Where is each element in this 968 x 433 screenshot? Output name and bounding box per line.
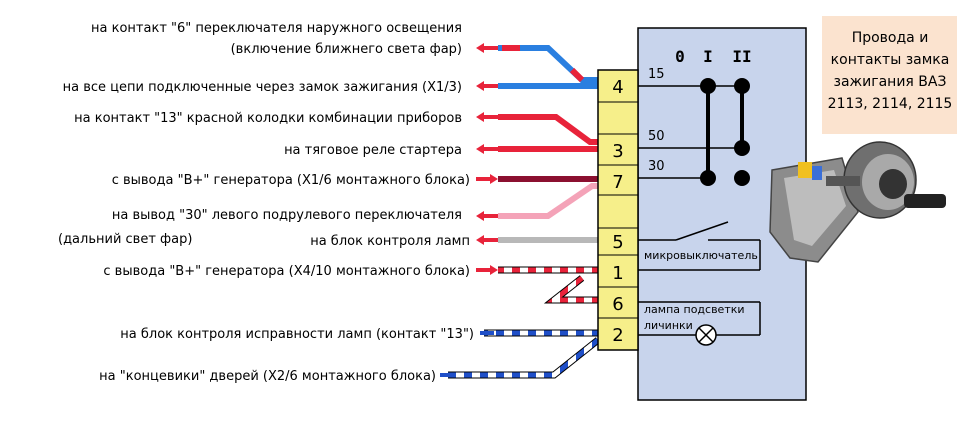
pin-50: 50	[648, 129, 665, 144]
arrows	[476, 43, 498, 275]
arrow-door-switches	[440, 373, 454, 377]
arrow-low-beam	[476, 43, 498, 53]
label-lamp-check: на блок контроля исправности ламп (конта…	[120, 327, 474, 342]
switch-schematic	[638, 85, 761, 336]
label-low-beam-line-2: (включение ближнего света фар)	[231, 42, 462, 57]
microswitch-label: микровыключатель	[644, 249, 758, 262]
terminal-block: 4 3 7 5 1 6 2	[597, 69, 639, 351]
contact-bars	[700, 78, 750, 186]
label-high-beam-line-1: на вывод "30" левого подрулевого переклю…	[112, 208, 462, 223]
arrow-ignition-circuits	[476, 81, 498, 91]
label-lamp-control: на блок контроля ламп	[310, 234, 470, 249]
label-instrument-cluster: на контакт "13" красной колодки комбинац…	[74, 111, 462, 126]
arrow-generator-in-2	[476, 265, 498, 275]
label-high-beam-line-2: (дальний свет фар)	[58, 232, 192, 247]
arrow-starter-relay	[476, 144, 498, 154]
terminal-5: 5	[612, 232, 623, 253]
position-I: I	[703, 47, 713, 66]
label-generator-b-plus-2: с вывода "В+" генератора (X4/10 монтажно…	[103, 264, 470, 279]
title-line-1: Провода и	[852, 30, 929, 46]
lamp-label-line-1: лампа подсветки	[644, 303, 745, 316]
label-generator-b-plus: с вывода "В+" генератора (X1/6 монтажног…	[112, 173, 470, 188]
terminal-2: 2	[612, 325, 623, 346]
terminal-7: 7	[612, 172, 623, 193]
arrow-lamp-control	[476, 235, 498, 245]
terminal-6: 6	[612, 294, 623, 315]
ignition-lock-image	[769, 141, 946, 263]
arrow-generator-in	[476, 174, 498, 184]
arrow-instrument-cluster	[476, 112, 498, 122]
arrow-high-beam	[476, 211, 498, 221]
lamp-symbol	[695, 324, 717, 346]
label-door-switches: на "концевики" дверей (X2/6 монтажного б…	[99, 369, 436, 384]
arrows-blue	[440, 331, 494, 377]
label-low-beam-line-1: на контакт "6" переключателя наружного о…	[91, 21, 462, 36]
arrow-lamp-check	[480, 331, 494, 335]
title-line-2: контакты замка	[831, 52, 950, 68]
title-box	[822, 16, 957, 134]
terminal-3: 3	[612, 141, 623, 162]
lamp-label-line-2: личинки	[644, 319, 693, 332]
pin-30: 30	[648, 159, 665, 174]
label-ignition-circuits: на все цепи подключенные через замок заж…	[63, 80, 462, 95]
terminal-1: 1	[612, 263, 623, 284]
position-0: 0	[675, 47, 685, 66]
title-line-3: зажигания ВАЗ	[834, 74, 947, 90]
position-II: II	[732, 47, 751, 66]
wire-low-beam	[498, 45, 600, 83]
wire-instrument-cluster	[498, 114, 600, 145]
pin-15: 15	[648, 67, 665, 82]
label-starter-relay: на тяговое реле стартера	[284, 143, 462, 158]
wire-high-beam	[498, 183, 600, 219]
title-line-4: 2113, 2114, 2115	[828, 96, 953, 112]
wires	[448, 45, 601, 379]
terminal-4: 4	[612, 77, 623, 98]
